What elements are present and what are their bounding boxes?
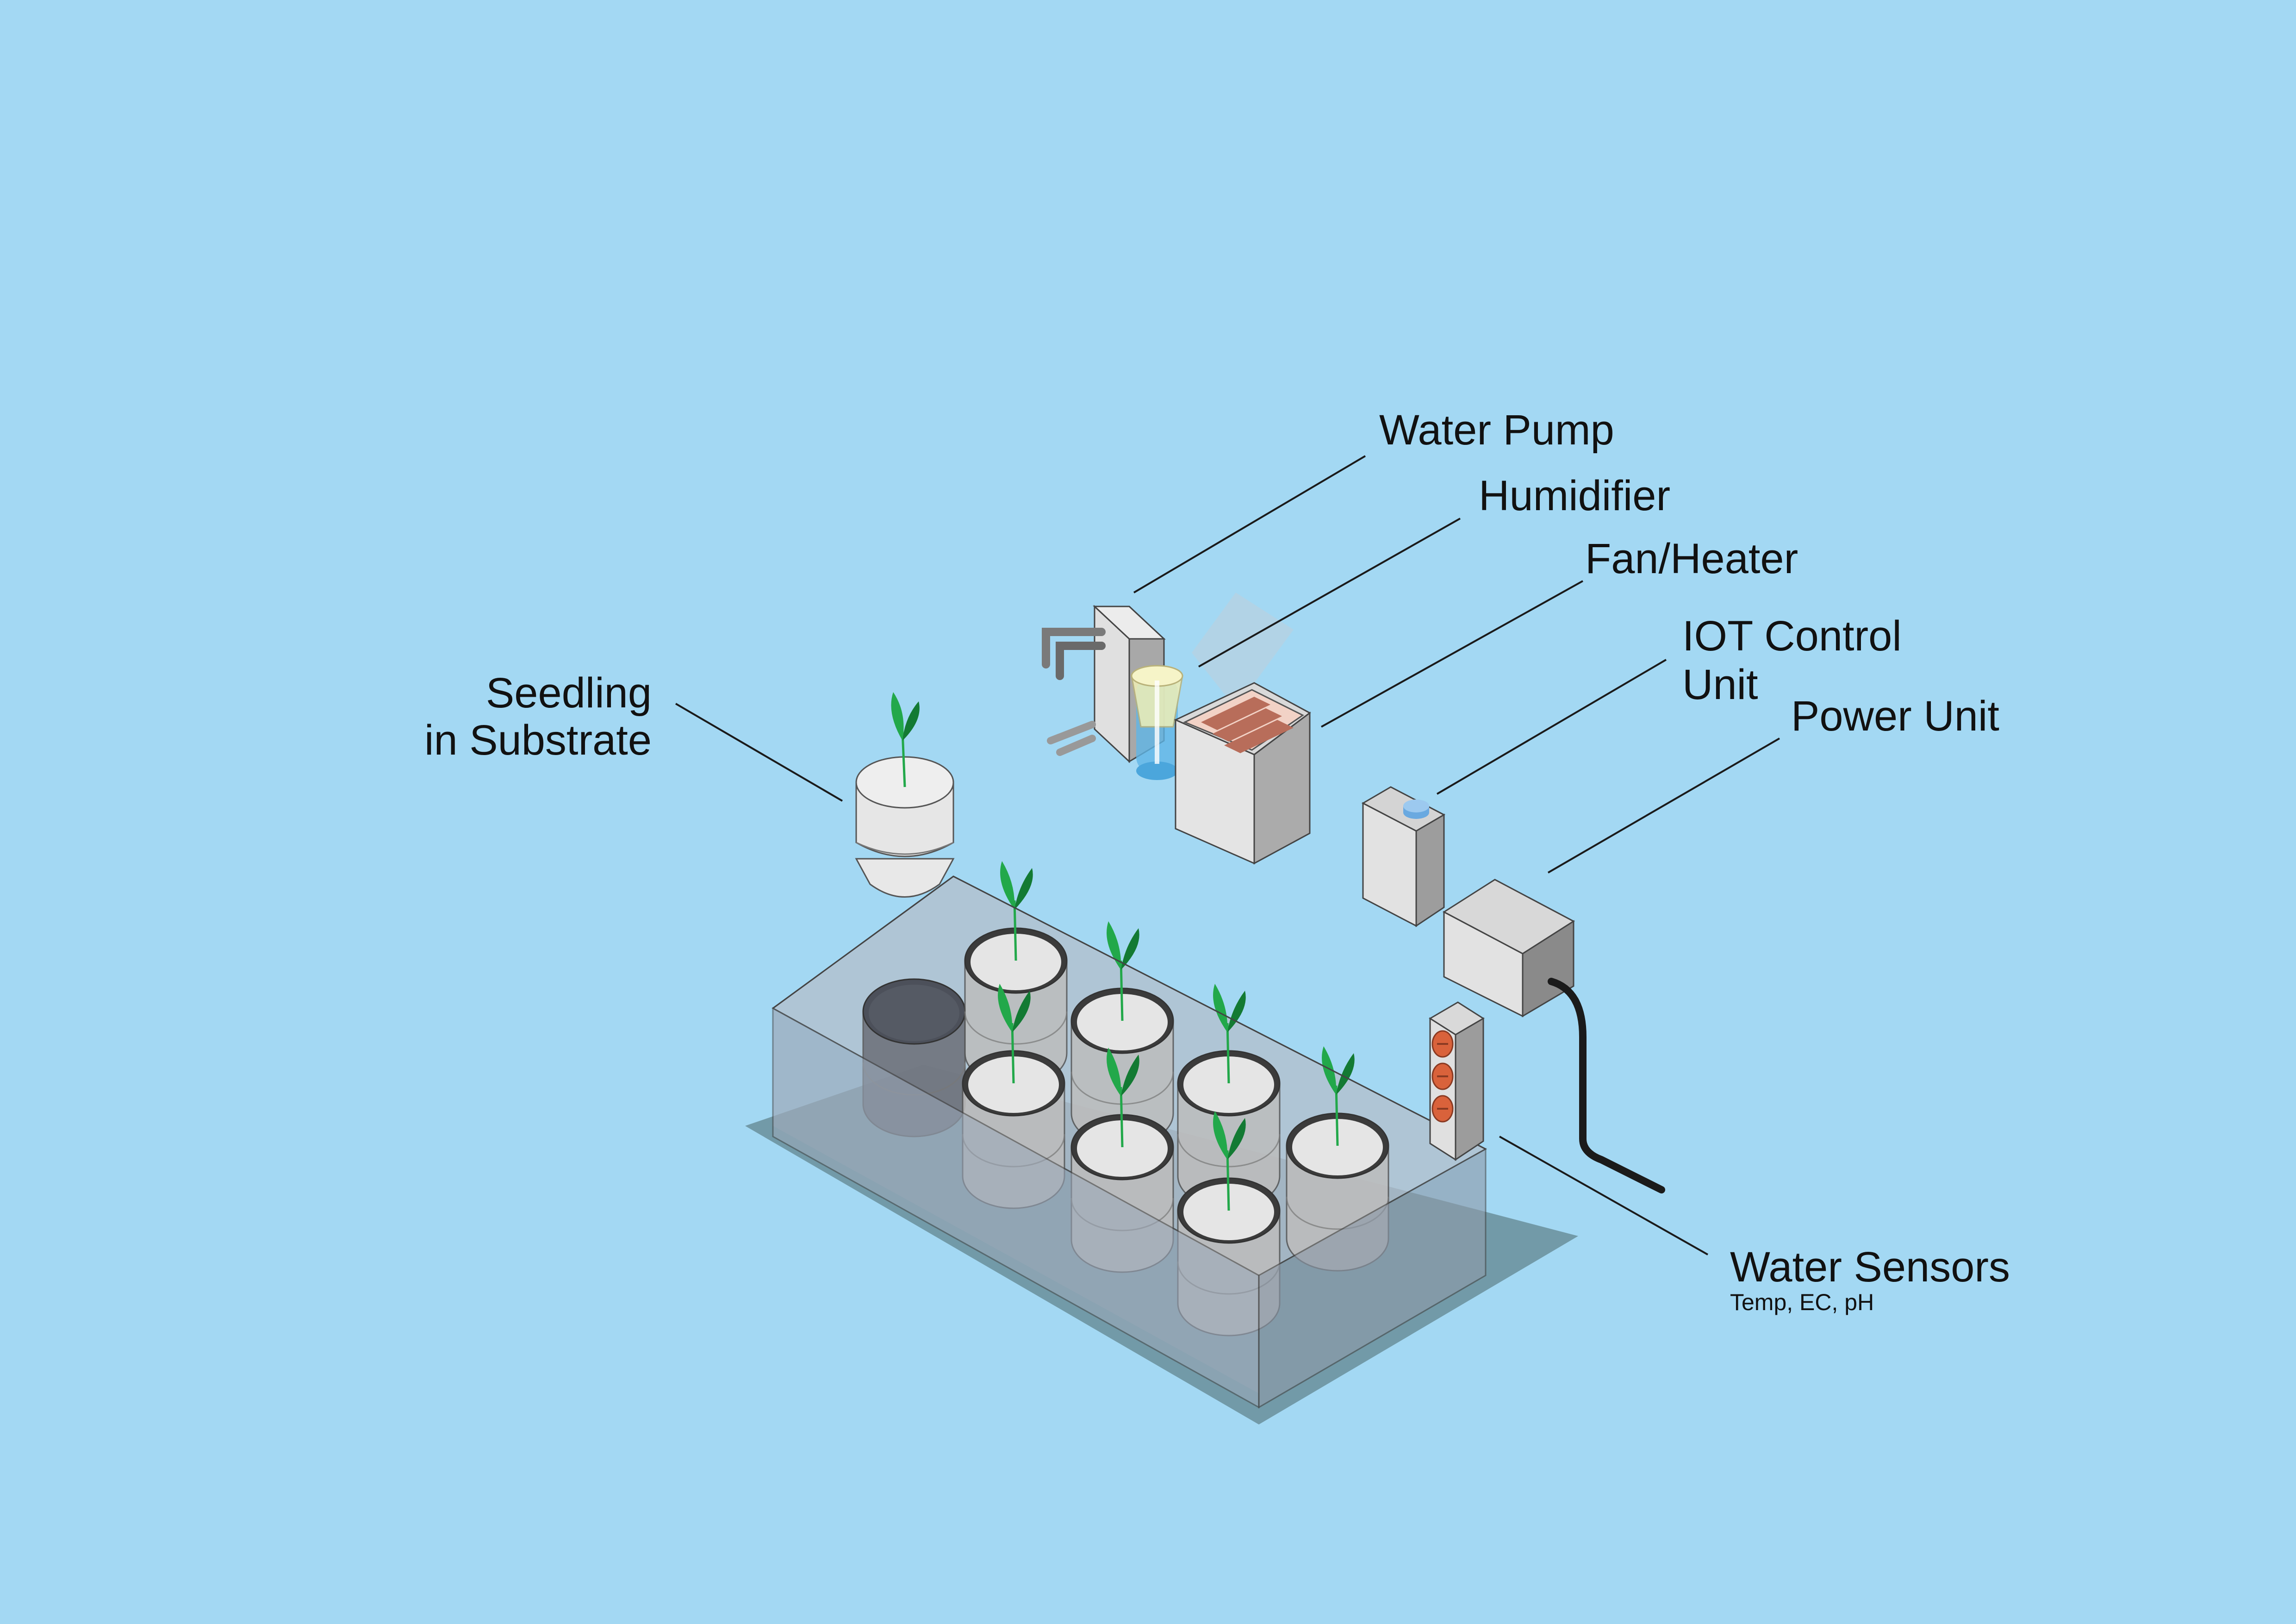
- label-water-sensors: Water Sensors: [1730, 1243, 2010, 1291]
- net-pot-with-seedling: [1070, 921, 1174, 1147]
- sensor-port: [1431, 1095, 1454, 1123]
- seedling-pot: [855, 692, 955, 898]
- sensor-port: [1431, 1062, 1454, 1090]
- seedling: [1107, 1048, 1139, 1148]
- leader-seedling: [675, 703, 843, 802]
- seedling: [1107, 921, 1139, 1021]
- seedling: [998, 984, 1031, 1084]
- water-sensors: [1429, 1001, 1485, 1161]
- seedling: [1000, 861, 1033, 961]
- iot-control-unit: [1361, 786, 1446, 927]
- leader-water-pump: [1133, 455, 1366, 593]
- label-power-unit: Power Unit: [1791, 693, 1999, 740]
- label-water-sensors-sub: Temp, EC, pH: [1730, 1289, 1874, 1315]
- grow-tank-front: [772, 875, 1487, 1409]
- leader-iot: [1436, 659, 1667, 795]
- leader-humidifier: [1198, 518, 1461, 668]
- net-pot-with-seedling: [1286, 1046, 1389, 1272]
- label-water-pump: Water Pump: [1379, 406, 1614, 454]
- power-unit: [1443, 879, 1665, 1193]
- leader-water-sensors: [1499, 1136, 1708, 1255]
- leader-power-unit: [1547, 737, 1780, 874]
- labels: Water Pump Humidifier Fan/Heater IOT Con…: [424, 406, 2010, 1315]
- label-humidifier: Humidifier: [1479, 472, 1670, 519]
- leader-fan-heater: [1321, 580, 1583, 728]
- fan-heater: [1174, 682, 1311, 865]
- label-seedling-line1: Seedling: [486, 669, 652, 717]
- net-pot-with-seedling: [1177, 984, 1281, 1209]
- seedling: [1213, 1111, 1246, 1211]
- label-fan-heater: Fan/Heater: [1585, 535, 1798, 582]
- sensor-port: [1431, 1030, 1454, 1058]
- humidifier: [1131, 593, 1294, 780]
- seedling: [1322, 1046, 1355, 1146]
- label-seedling-line2: in Substrate: [424, 717, 652, 764]
- seedling: [1213, 984, 1246, 1084]
- leader-lines: [675, 455, 1780, 1255]
- label-iot-line2: Unit: [1682, 661, 1758, 708]
- label-iot-line1: IOT Control: [1682, 612, 1902, 660]
